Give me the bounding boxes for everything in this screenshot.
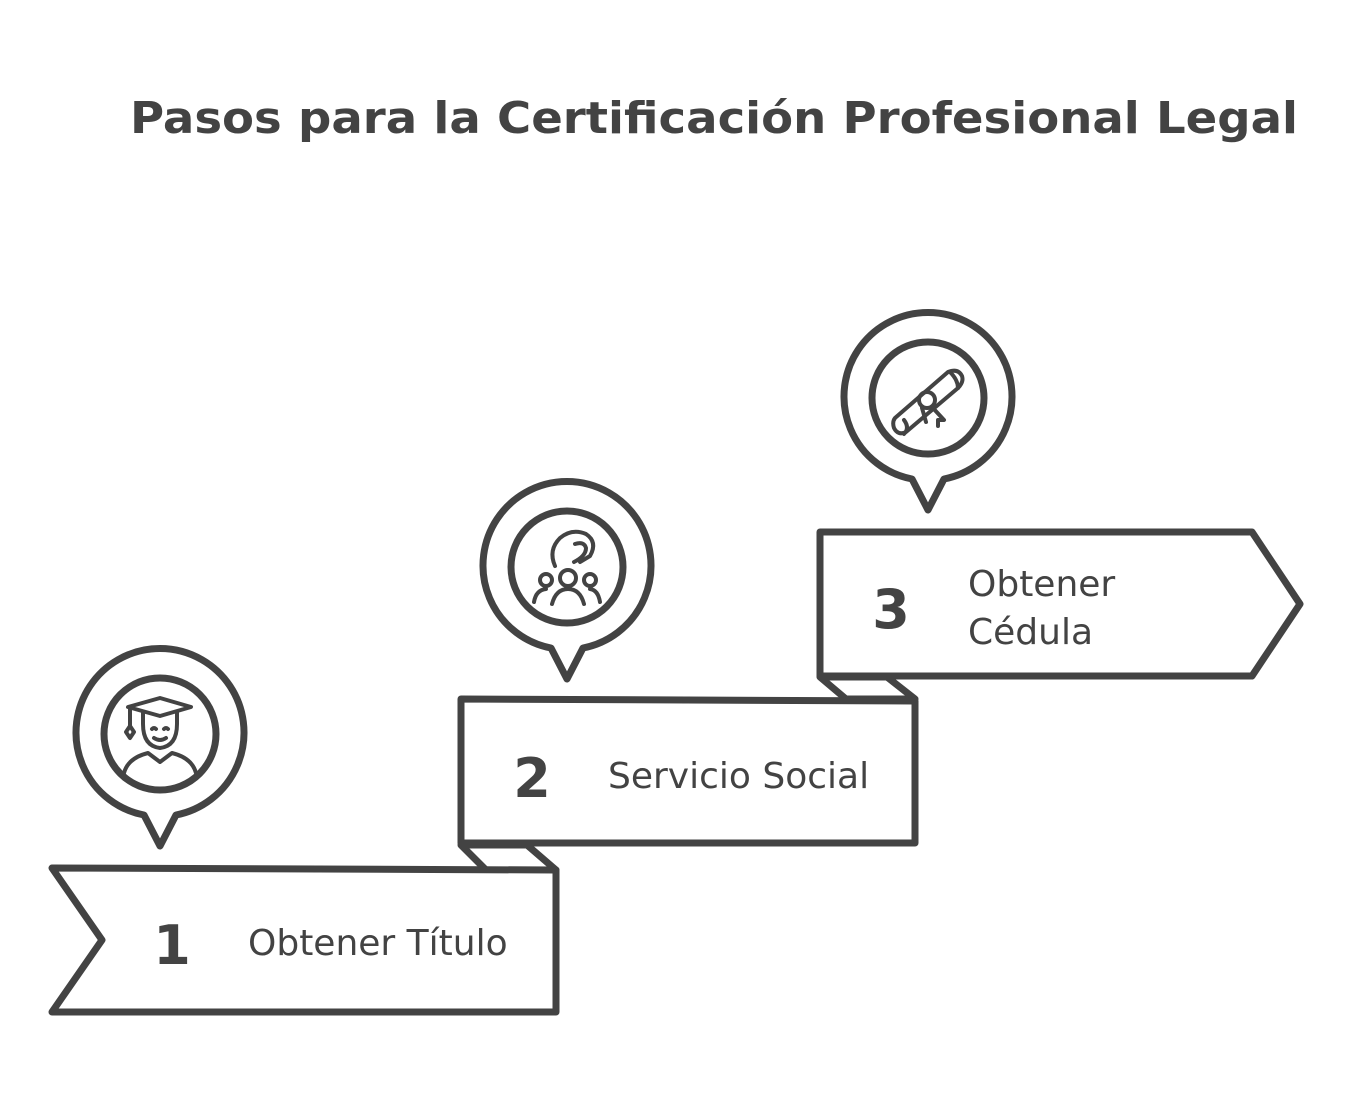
diagram-title: Pasos para la Certificación Profesional …	[130, 93, 1298, 144]
diploma-icon	[891, 368, 965, 436]
step-3-marker	[840, 309, 1016, 514]
step-1-number: 1	[153, 914, 191, 977]
step-2: 2 Servicio Social	[457, 695, 919, 847]
step-2-label: Servicio Social	[608, 756, 869, 797]
step-1-marker	[72, 645, 248, 850]
step-3-number: 3	[872, 578, 910, 641]
graduate-icon	[122, 696, 198, 775]
step-2-number: 2	[513, 747, 551, 810]
step-3-label-line2: Cédula	[968, 612, 1093, 653]
step-3-ribbon	[816, 528, 1304, 680]
step-2-ribbon	[457, 695, 919, 847]
step-2-marker	[479, 478, 655, 683]
step-3-label-line1: Obtener	[968, 564, 1115, 605]
step-3: 3 Obtener Cédula	[816, 528, 1304, 680]
step-1-ribbon	[48, 864, 560, 1016]
connector-2-3	[816, 673, 919, 703]
community-help-icon	[532, 529, 602, 606]
step-1-label: Obtener Título	[248, 923, 508, 964]
step-1: 1 Obtener Título	[48, 864, 560, 1016]
